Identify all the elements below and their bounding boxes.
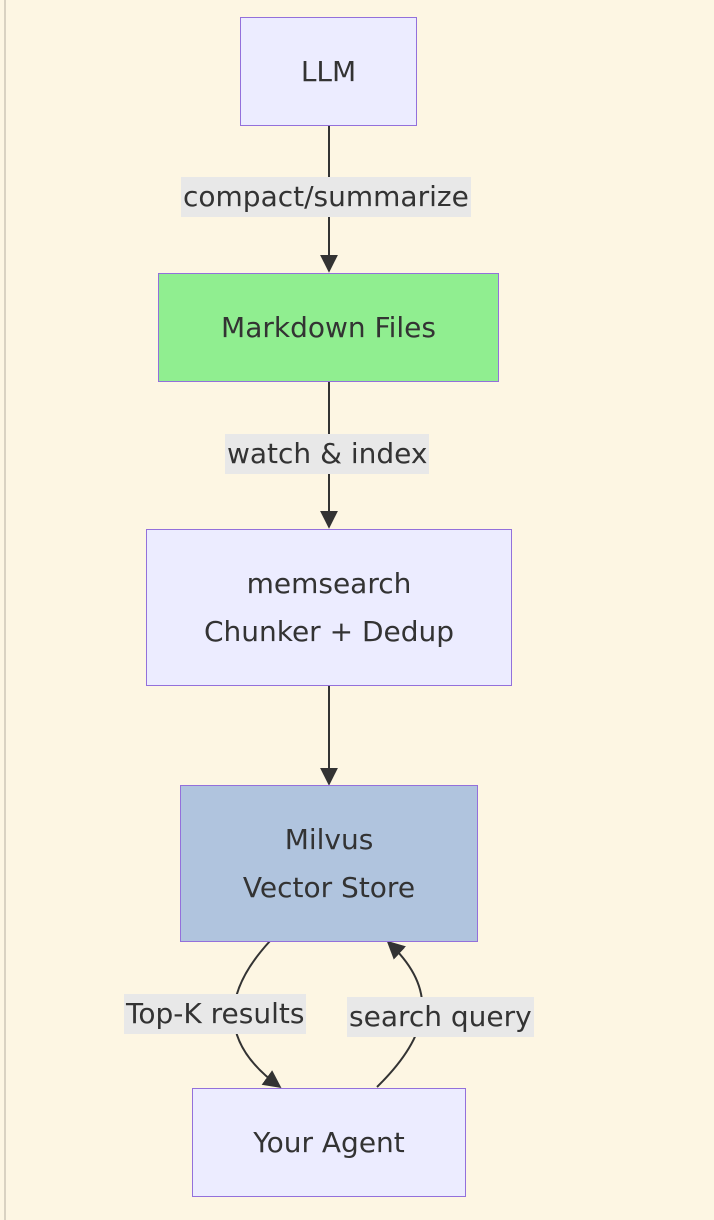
edge-label-search-query: search query <box>347 997 534 1037</box>
node-memsearch-subtitle: Chunker + Dedup <box>203 614 455 648</box>
edge-label-compact-summarize: compact/summarize <box>181 177 471 217</box>
node-llm-label: LLM <box>300 54 357 88</box>
edge-label-top-k-results: Top-K results <box>124 994 307 1034</box>
node-markdown-files-label: Markdown Files <box>221 310 436 344</box>
node-markdown-files: Markdown Files <box>158 273 499 382</box>
node-your-agent: Your Agent <box>192 1088 466 1197</box>
node-milvus-subtitle: Vector Store <box>242 870 416 904</box>
edge-label-watch-index: watch & index <box>225 434 430 474</box>
node-memsearch: memsearch Chunker + Dedup <box>146 529 512 686</box>
left-border-rule <box>4 0 6 1220</box>
node-memsearch-title: memsearch <box>246 566 412 600</box>
node-milvus: Milvus Vector Store <box>180 785 478 942</box>
node-your-agent-label: Your Agent <box>253 1125 405 1159</box>
node-milvus-title: Milvus <box>284 822 374 856</box>
node-llm: LLM <box>240 17 417 126</box>
